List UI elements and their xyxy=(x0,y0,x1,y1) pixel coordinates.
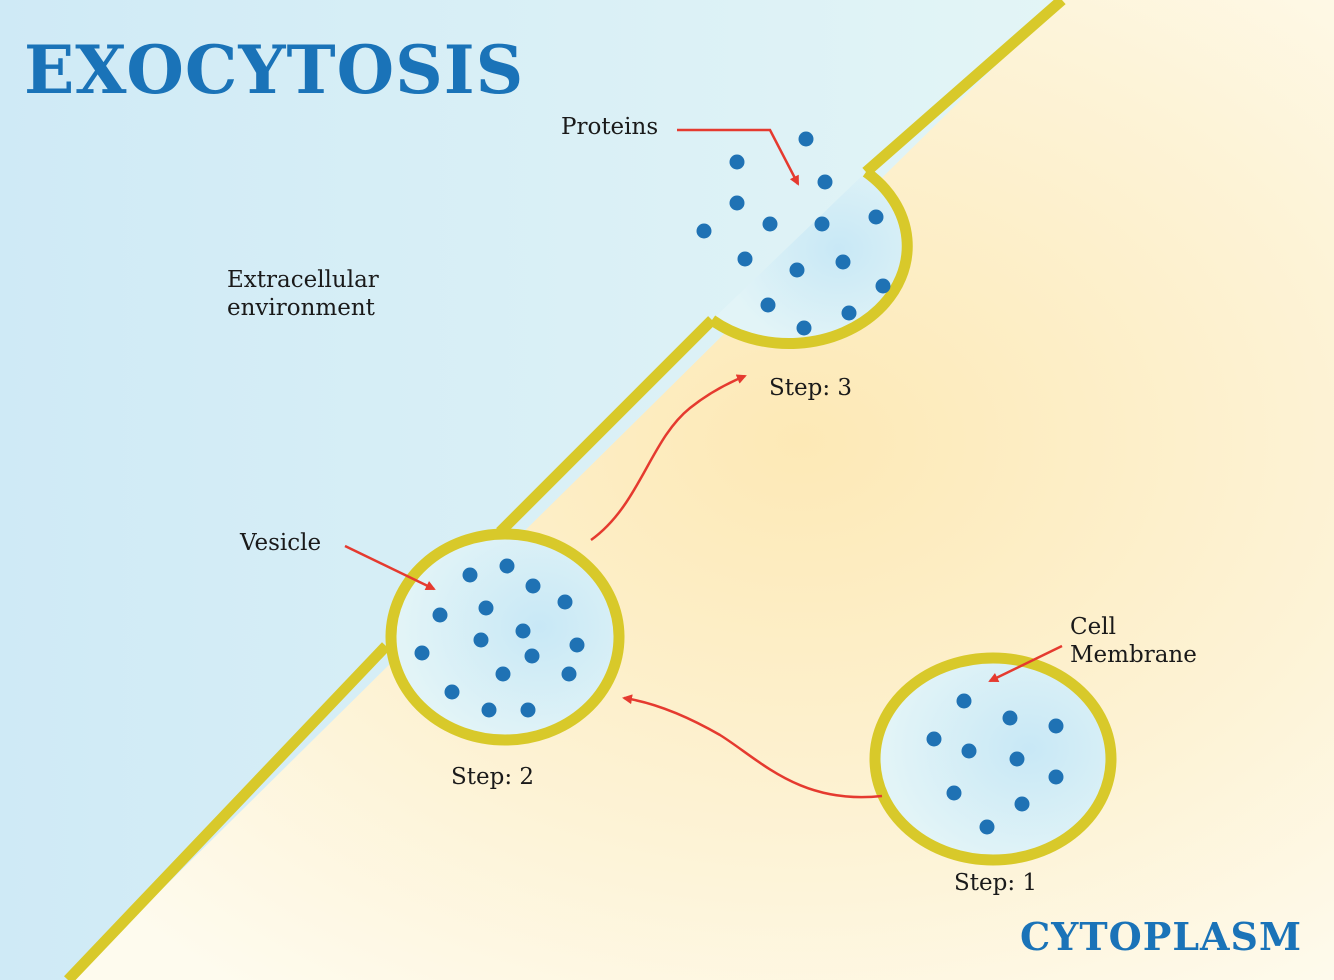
protein-dot xyxy=(789,262,805,278)
step3-proteins xyxy=(696,131,891,336)
arrow-proteins xyxy=(677,128,800,186)
arrow-vesicle xyxy=(344,544,436,591)
protein-dot xyxy=(520,702,536,718)
protein-dot xyxy=(462,567,478,583)
protein-dot xyxy=(961,743,977,759)
protein-dot xyxy=(696,223,712,239)
protein-dot xyxy=(762,216,778,232)
step1-proteins xyxy=(926,693,1064,835)
protein-dot xyxy=(737,251,753,267)
protein-dot xyxy=(1014,796,1030,812)
protein-dot xyxy=(835,254,851,270)
plasma-membrane-bottom xyxy=(64,642,390,980)
extracellular-label-line2: environment xyxy=(227,295,375,321)
arrow-cell-membrane xyxy=(988,644,1063,683)
plasma-membrane-middle xyxy=(496,316,716,536)
protein-dot xyxy=(760,297,776,313)
protein-dot xyxy=(796,320,812,336)
extracellular-label-line1: Extracellular xyxy=(227,267,379,293)
protein-dot xyxy=(1048,718,1064,734)
page-title: EXOCYTOSIS xyxy=(24,31,525,109)
protein-dot xyxy=(1009,751,1025,767)
protein-dot xyxy=(817,174,833,190)
protein-dot xyxy=(798,131,814,147)
protein-dot xyxy=(979,819,995,835)
protein-dot xyxy=(481,702,497,718)
protein-dot xyxy=(515,623,531,639)
step2-proteins xyxy=(414,558,585,718)
protein-dot xyxy=(956,693,972,709)
protein-dot xyxy=(875,278,891,294)
plasma-membrane-top xyxy=(862,0,1066,177)
protein-dot xyxy=(946,785,962,801)
protein-dot xyxy=(473,632,489,648)
protein-dot xyxy=(525,578,541,594)
step2-label: Step: 2 xyxy=(451,764,535,790)
protein-dot xyxy=(414,645,430,661)
step1-label: Step: 1 xyxy=(954,870,1038,896)
arrow-step1-to-step2 xyxy=(622,694,883,799)
protein-dot xyxy=(729,195,745,211)
protein-dot xyxy=(1002,710,1018,726)
protein-dot xyxy=(926,731,942,747)
protein-dot xyxy=(569,637,585,653)
protein-dot xyxy=(478,600,494,616)
protein-dot xyxy=(495,666,511,682)
protein-dot xyxy=(444,684,460,700)
protein-dot xyxy=(814,216,830,232)
cell-membrane-label-line1: Cell xyxy=(1070,614,1116,640)
vesicle-label: Vesicle xyxy=(240,530,322,556)
protein-dot xyxy=(524,648,540,664)
protein-dot xyxy=(561,666,577,682)
protein-dot xyxy=(841,305,857,321)
step1-vesicle xyxy=(869,652,1117,866)
cell-membrane-label-line2: Membrane xyxy=(1070,642,1197,668)
cytoplasm-label: CYTOPLASM xyxy=(1020,914,1303,959)
arrow-step2-to-step3 xyxy=(590,374,747,542)
protein-dot xyxy=(499,558,515,574)
protein-dot xyxy=(1048,769,1064,785)
protein-dot xyxy=(432,607,448,623)
protein-dot xyxy=(557,594,573,610)
step3-vesicle-membrane xyxy=(708,167,913,349)
step3-label: Step: 3 xyxy=(769,375,853,401)
protein-dot xyxy=(868,209,884,225)
protein-dot xyxy=(729,154,745,170)
proteins-label: Proteins xyxy=(561,114,659,140)
